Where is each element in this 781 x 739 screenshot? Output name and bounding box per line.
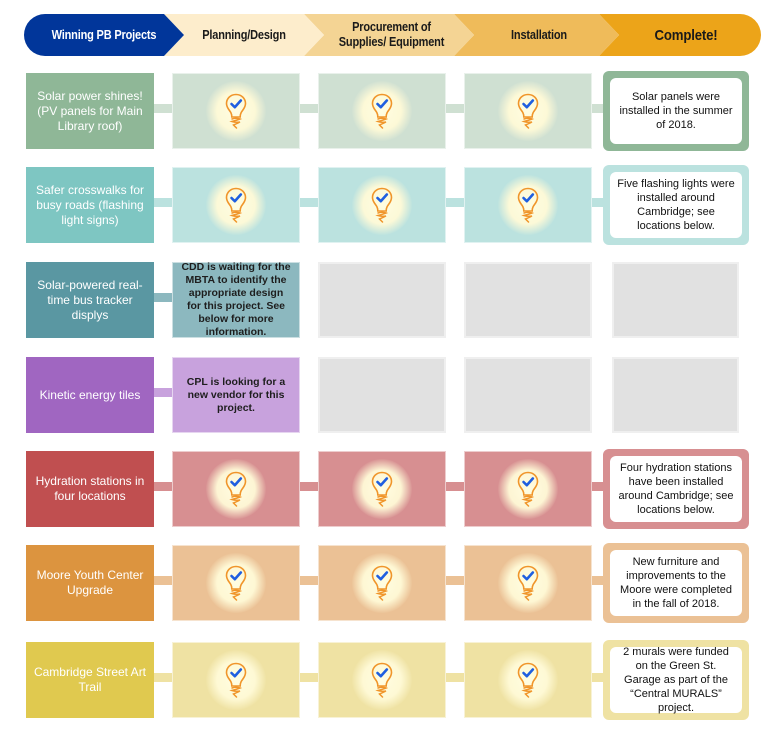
header-segment-projects [24, 14, 184, 56]
bulb-glow [498, 650, 558, 710]
lightbulb-check-icon [371, 662, 393, 698]
project-name: Solar power shines! (PV panels for Main … [26, 73, 154, 149]
stage-done [172, 642, 300, 718]
stage-done [464, 167, 592, 243]
project-name: Kinetic energy tiles [26, 357, 154, 433]
stage-pending [318, 262, 446, 338]
bulb-glow [498, 553, 558, 613]
bulb-glow [352, 553, 412, 613]
project-name: Moore Youth Center Upgrade [26, 545, 154, 621]
bulb-glow [352, 459, 412, 519]
header-segment-procurement [304, 14, 474, 56]
project-row: Kinetic energy tiles CPL is looking for a… [0, 357, 781, 433]
progress-header: Winning PB Projects Planning/Design Proc… [24, 14, 761, 56]
bulb-glow [352, 81, 412, 141]
bulb-glow [352, 650, 412, 710]
stage-done [318, 451, 446, 527]
complete-text: Five flashing lights were installed arou… [610, 172, 742, 238]
complete-text: Solar panels were installed in the summe… [610, 78, 742, 144]
bulb-glow [206, 459, 266, 519]
project-name: Cambridge Street Art Trail [26, 642, 154, 718]
project-row: Safer crosswalks for busy roads (flashin… [0, 165, 781, 245]
stage-pending [464, 262, 592, 338]
stage-done [464, 73, 592, 149]
row-connector [150, 388, 175, 397]
complete-box: Four hydration stations have been instal… [603, 449, 749, 529]
bulb-glow [498, 459, 558, 519]
stage-note-text: CDD is waiting for the MBTA to identify … [181, 261, 291, 338]
stage-done [318, 167, 446, 243]
project-name: Solar-powered real-time bus tracker disp… [26, 262, 154, 338]
stage-done [318, 642, 446, 718]
stage-status-note: CPL is looking for a new vendor for this… [172, 357, 300, 433]
stage-pending [464, 357, 592, 433]
project-row: Cambridge Street Art Trail 2 murals were … [0, 640, 781, 720]
bulb-glow [498, 175, 558, 235]
complete-text: 2 murals were funded on the Green St. Ga… [610, 646, 742, 714]
complete-box: New furniture and improvements to the Mo… [603, 543, 749, 623]
lightbulb-check-icon [517, 93, 539, 129]
bulb-glow [352, 175, 412, 235]
stage-done [464, 451, 592, 527]
lightbulb-check-icon [371, 93, 393, 129]
lightbulb-check-icon [517, 565, 539, 601]
stage-done [318, 73, 446, 149]
complete-pending [612, 357, 739, 433]
header-label-planning: Planning/Design [202, 27, 286, 42]
header-label-procurement: Procurement of Supplies/ Equipment [338, 20, 445, 49]
stage-pending [318, 357, 446, 433]
header-segment-planning [164, 14, 324, 56]
complete-box: 2 murals were funded on the Green St. Ga… [603, 640, 749, 720]
complete-pending [612, 262, 739, 338]
project-row: Solar-powered real-time bus tracker disp… [0, 261, 781, 338]
bulb-glow [206, 81, 266, 141]
bulb-glow [206, 650, 266, 710]
project-row: Moore Youth Center Upgrade New furniture … [0, 543, 781, 623]
lightbulb-check-icon [225, 565, 247, 601]
header-label-installation: Installation [511, 27, 567, 42]
stage-done [318, 545, 446, 621]
lightbulb-check-icon [371, 471, 393, 507]
stage-done [172, 451, 300, 527]
lightbulb-check-icon [225, 471, 247, 507]
header-label-projects: Winning PB Projects [51, 27, 157, 42]
header-chevrons [24, 14, 761, 56]
lightbulb-check-icon [371, 187, 393, 223]
complete-text: Four hydration stations have been instal… [610, 456, 742, 522]
stage-status-note: CDD is waiting for the MBTA to identify … [172, 261, 300, 338]
header-segment-installation [454, 14, 619, 56]
complete-text: New furniture and improvements to the Mo… [610, 550, 742, 616]
stage-done [172, 545, 300, 621]
stage-done [464, 642, 592, 718]
complete-box: Five flashing lights were installed arou… [603, 165, 749, 245]
lightbulb-check-icon [371, 565, 393, 601]
project-row: Solar power shines! (PV panels for Main … [0, 71, 781, 151]
header-label-complete: Complete! [654, 26, 718, 44]
bulb-glow [206, 175, 266, 235]
complete-box: Solar panels were installed in the summe… [603, 71, 749, 151]
project-name: Hydration stations in four locations [26, 451, 154, 527]
lightbulb-check-icon [225, 93, 247, 129]
stage-note-text: CPL is looking for a new vendor for this… [186, 375, 286, 414]
stage-done [172, 167, 300, 243]
header-segment-complete [599, 14, 761, 56]
lightbulb-check-icon [517, 662, 539, 698]
lightbulb-check-icon [225, 187, 247, 223]
lightbulb-check-icon [517, 471, 539, 507]
row-connector [150, 293, 175, 302]
project-name: Safer crosswalks for busy roads (flashin… [26, 167, 154, 243]
stage-done [172, 73, 300, 149]
lightbulb-check-icon [517, 187, 539, 223]
bulb-glow [498, 81, 558, 141]
lightbulb-check-icon [225, 662, 247, 698]
bulb-glow [206, 553, 266, 613]
project-row: Hydration stations in four locations Four… [0, 449, 781, 529]
stage-done [464, 545, 592, 621]
